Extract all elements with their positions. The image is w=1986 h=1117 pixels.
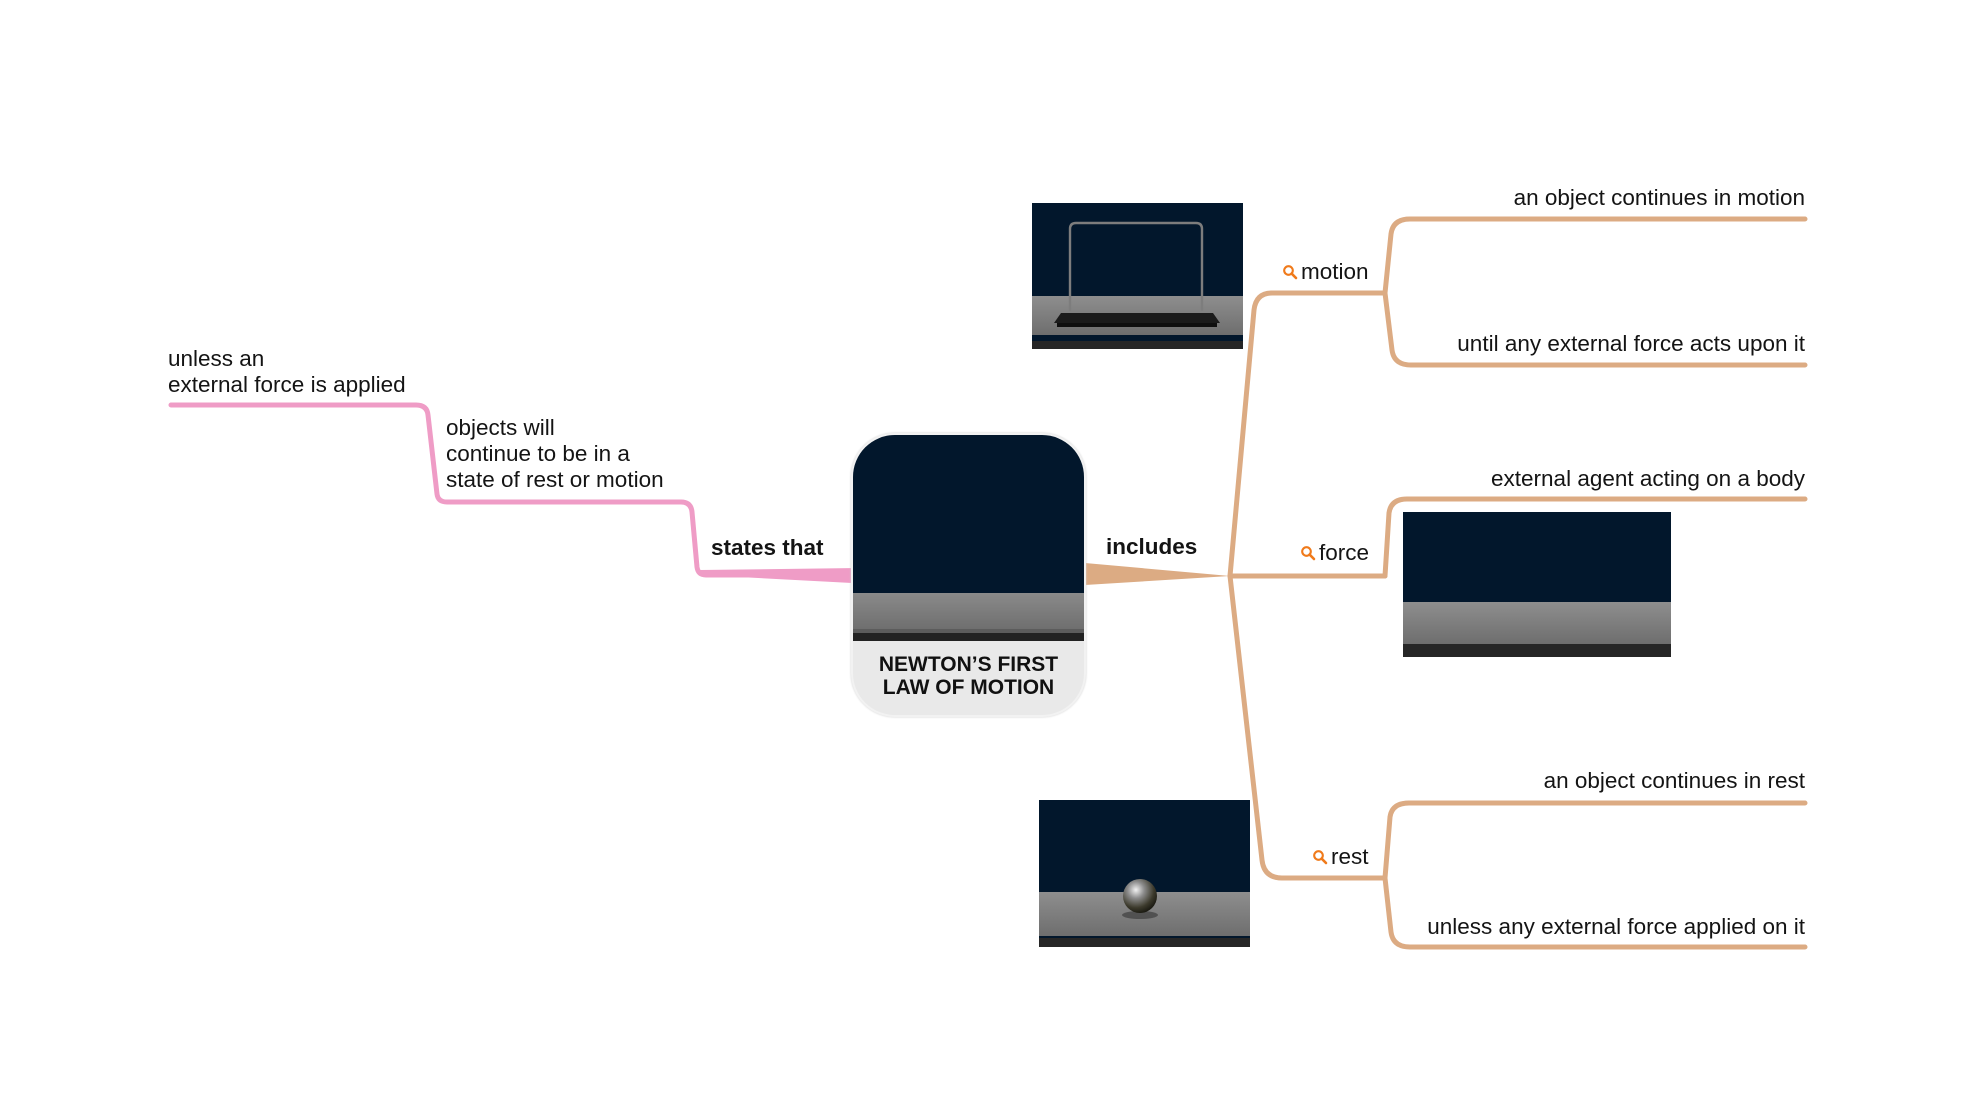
includes-to-rest-line (1227, 573, 1388, 881)
search-icon[interactable] (1300, 545, 1316, 561)
topic-motion-label: motion (1301, 259, 1369, 284)
force-illustration[interactable] (1403, 512, 1671, 657)
force-illustration-strip (1403, 644, 1671, 657)
rest-detail-line-2 (1382, 875, 1808, 950)
rest-detail-1[interactable]: an object continues in rest (1543, 768, 1805, 793)
central-card-strip (853, 633, 1084, 641)
statement-line: continue to be in a (446, 441, 630, 466)
motion-detail-line-2 (1382, 290, 1808, 368)
includes-label[interactable]: includes (1106, 534, 1198, 559)
statement-line: objects will (446, 415, 555, 440)
condition-node[interactable]: unless an external force is applied (168, 346, 406, 398)
statement-node[interactable]: objects will continue to be in a state o… (446, 415, 664, 493)
rest-illustration-strip (1039, 938, 1250, 947)
states-that-label[interactable]: states that (711, 535, 824, 560)
search-icon[interactable] (1282, 264, 1298, 280)
motion-illustration-strip (1032, 341, 1243, 349)
frame-object (1054, 221, 1220, 327)
central-card-floor (853, 593, 1084, 629)
force-detail-1[interactable]: external agent acting on a body (1491, 466, 1805, 491)
rest-detail-line-1 (1382, 800, 1808, 881)
condition-line: external force is applied (168, 372, 406, 397)
central-card-sky (853, 435, 1084, 593)
statement-line: state of rest or motion (446, 467, 664, 492)
central-topic-card[interactable]: NEWTON’S FIRST LAW OF MOTION (851, 433, 1086, 717)
topic-force[interactable]: force (1300, 540, 1369, 566)
force-illustration-floor (1403, 602, 1671, 644)
motion-detail-1[interactable]: an object continues in motion (1513, 185, 1805, 210)
central-to-includes-connector (1085, 563, 1230, 585)
topic-force-label: force (1319, 540, 1370, 565)
search-icon[interactable] (1312, 849, 1328, 865)
central-topic-title: NEWTON’S FIRST LAW OF MOTION (853, 653, 1084, 699)
central-title-line: NEWTON’S FIRST (878, 653, 1059, 676)
rest-detail-2[interactable]: unless any external force applied on it (1427, 914, 1805, 939)
central-card-edge (853, 629, 1084, 633)
rest-illustration[interactable] (1039, 800, 1250, 947)
condition-line: unless an (168, 346, 265, 371)
includes-to-motion-line (1227, 290, 1388, 579)
central-title-line: LAW OF MOTION (882, 676, 1055, 699)
motion-detail-2[interactable]: until any external force acts upon it (1457, 331, 1805, 356)
topic-rest[interactable]: rest (1312, 844, 1369, 870)
motion-detail-line-1 (1382, 216, 1808, 296)
central-to-statement-line (168, 402, 859, 578)
force-detail-line (1382, 496, 1808, 579)
ball-object (1122, 879, 1158, 919)
topic-rest-label: rest (1331, 844, 1369, 869)
topic-motion[interactable]: motion (1282, 259, 1369, 285)
motion-illustration[interactable] (1032, 203, 1243, 349)
